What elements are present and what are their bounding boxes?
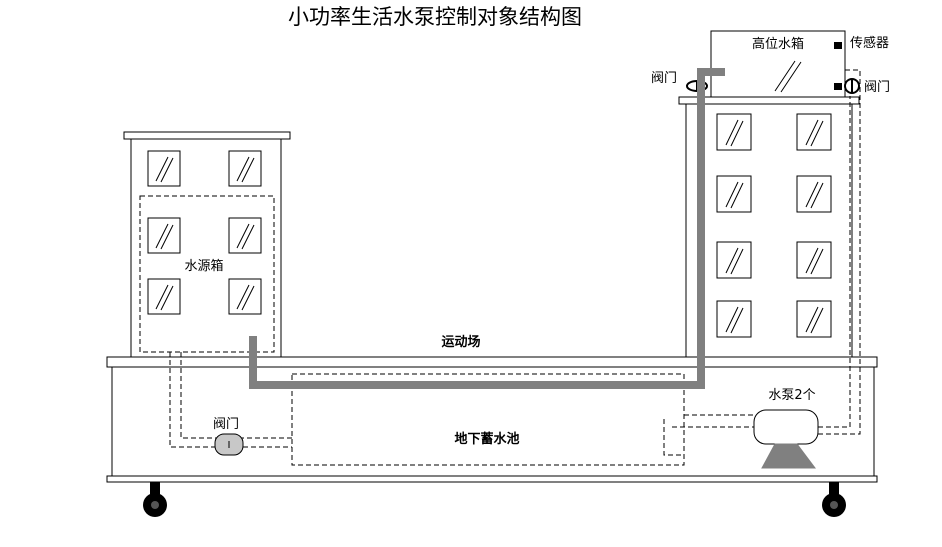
- pump-inlet-pipe: [663, 414, 754, 456]
- wheel-left-axle: [150, 482, 160, 494]
- valve-top-left-label: 阀门: [651, 71, 677, 86]
- window: [228, 217, 262, 254]
- window: [796, 241, 832, 279]
- pump: 水泵2个: [753, 388, 819, 469]
- right-window-glare: [725, 119, 824, 334]
- left-building-roof: [123, 131, 291, 140]
- valve-bottom-label: 阀门: [213, 417, 239, 432]
- window: [716, 175, 752, 213]
- left-window-glare: [155, 156, 255, 311]
- right-building: 高位水箱 传感器 阀门 阀门: [651, 30, 890, 359]
- high-tank-label: 高位水箱: [752, 36, 804, 52]
- window: [228, 278, 262, 315]
- left-building: 水源箱: [123, 131, 291, 358]
- right-building-roof: [678, 96, 860, 105]
- window: [716, 113, 752, 151]
- window: [228, 150, 262, 187]
- wheel-right-axle: [829, 482, 839, 494]
- source-drain-pipe: [169, 352, 292, 448]
- main-pipe: [249, 68, 725, 389]
- pump-base: [761, 443, 816, 469]
- window: [796, 113, 832, 151]
- window: [716, 241, 752, 279]
- sensor-lower: [834, 83, 842, 90]
- source-tank-label: 水源箱: [184, 258, 223, 274]
- window: [796, 175, 832, 213]
- window: [147, 150, 181, 187]
- diagram-title: 小功率生活水泵控制对象结构图: [288, 5, 582, 29]
- sensor-label: 传感器: [850, 35, 889, 51]
- source-tank-outline: [139, 195, 275, 353]
- wheel-left-hub: [151, 501, 159, 509]
- window: [147, 278, 181, 315]
- high-tank-glare: [774, 60, 802, 93]
- ground-platform: 运动场 地下蓄水池: [106, 335, 878, 483]
- window: [716, 300, 752, 338]
- right-building-windows: [716, 113, 832, 338]
- reservoir-outline: [291, 373, 685, 466]
- left-building-windows: [147, 150, 262, 315]
- window: [796, 300, 832, 338]
- wheel-right: [822, 482, 846, 517]
- window: [147, 217, 181, 254]
- playground-label: 运动场: [441, 335, 480, 350]
- wheel-right-hub: [830, 501, 838, 509]
- playground-slab: [106, 356, 878, 368]
- pump-body: [753, 409, 819, 445]
- pump-label: 水泵2个: [768, 388, 815, 403]
- pump-outlet-pipe: [818, 69, 861, 435]
- wheel-left: [143, 482, 167, 517]
- valve-bottom: 阀门: [213, 417, 244, 456]
- base-slab: [106, 475, 878, 483]
- reservoir-label: 地下蓄水池: [454, 431, 519, 447]
- sensor-upper: [834, 42, 842, 49]
- valve-top-right-label: 阀门: [864, 80, 890, 95]
